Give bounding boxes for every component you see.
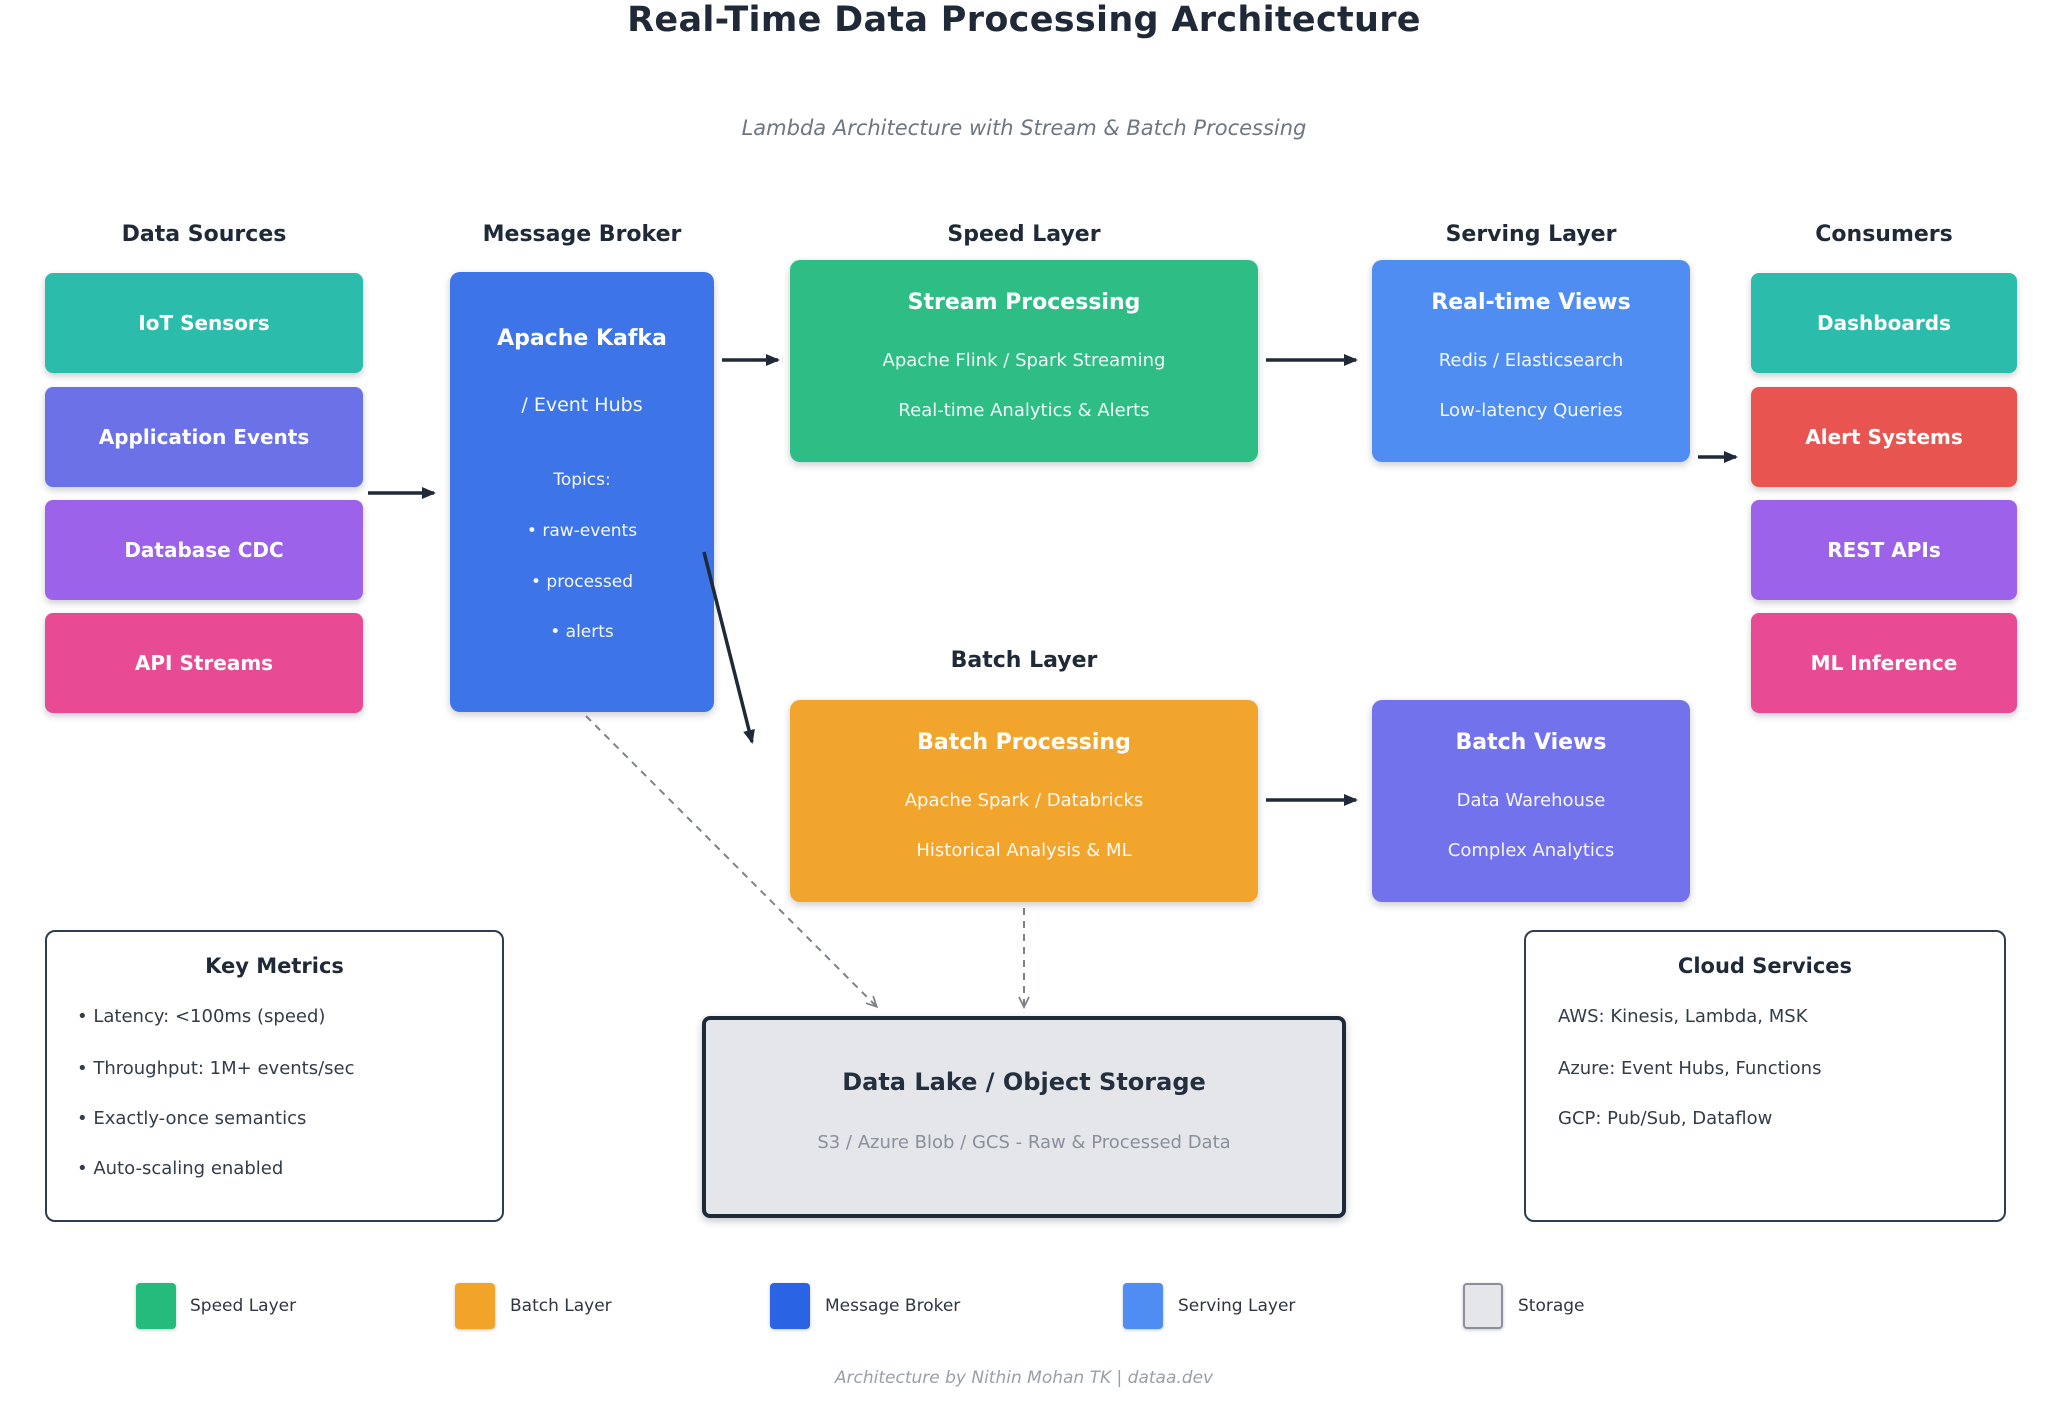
realtime-views-title: Real-time Views [1431, 290, 1631, 315]
data-source-label: API Streams [134, 651, 274, 675]
stream-processing-box: Stream Processing Apache Flink / Spark S… [790, 260, 1258, 462]
batch-views-box: Batch Views Data Warehouse Complex Analy… [1372, 700, 1690, 902]
kafka-title: Apache Kafka [497, 326, 667, 351]
batch-views-line2: Complex Analytics [1447, 840, 1615, 861]
batch-processing-line1: Apache Spark / Databricks [904, 790, 1144, 811]
cloud-services-line-gcp: GCP: Pub/Sub, Dataflow [1558, 1108, 1773, 1129]
key-metrics-bullet: • Throughput: 1M+ events/sec [77, 1058, 355, 1079]
column-header-speed-layer: Speed Layer [947, 222, 1101, 247]
legend-swatch-message-broker [770, 1283, 810, 1329]
key-metrics-title: Key Metrics [205, 954, 344, 978]
kafka-topic-processed: • processed [530, 572, 633, 592]
data-source-label: IoT Sensors [138, 311, 270, 335]
kafka-box: Apache Kafka / Event Hubs Topics: • raw-… [450, 272, 714, 712]
data-lake-subtitle: S3 / Azure Blob / GCS - Raw & Processed … [817, 1132, 1231, 1153]
stream-processing-line1: Apache Flink / Spark Streaming [882, 350, 1166, 371]
legend-label-speed-layer: Speed Layer [190, 1296, 297, 1316]
batch-processing-box: Batch Processing Apache Spark / Databric… [790, 700, 1258, 902]
batch-views-line1: Data Warehouse [1456, 790, 1606, 811]
legend-swatch-speed-layer [136, 1283, 176, 1329]
data-source-box-application-events: Application Events [45, 387, 363, 487]
key-metrics-box: Key Metrics • Latency: <100ms (speed) • … [45, 930, 504, 1222]
legend-swatch-batch-layer [455, 1283, 495, 1329]
cloud-services-title: Cloud Services [1677, 954, 1853, 978]
footer-credit: Architecture by Nithin Mohan TK | dataa.… [834, 1368, 1214, 1388]
consumer-box-ml-inference: ML Inference [1751, 613, 2017, 713]
key-metrics-bullet: • Exactly-once semantics [77, 1108, 307, 1129]
data-source-box-iot-sensors: IoT Sensors [45, 273, 363, 373]
consumer-box-alert-systems: Alert Systems [1751, 387, 2017, 487]
realtime-views-line1: Redis / Elasticsearch [1438, 350, 1624, 371]
kafka-topics-label: Topics: [553, 470, 611, 490]
stream-processing-title: Stream Processing [907, 290, 1141, 315]
data-source-box-api-streams: API Streams [45, 613, 363, 713]
kafka-topic-raw-events: • raw-events [526, 521, 638, 541]
column-header-data-sources: Data Sources [121, 222, 287, 247]
legend-label-message-broker: Message Broker [825, 1296, 961, 1316]
consumer-box-rest-apis: REST APIs [1751, 500, 2017, 600]
key-metrics-bullet: • Auto-scaling enabled [77, 1158, 284, 1179]
batch-processing-line2: Historical Analysis & ML [916, 840, 1132, 861]
column-header-message-broker: Message Broker [482, 222, 682, 247]
legend-label-batch-layer: Batch Layer [510, 1296, 612, 1316]
cloud-services-line-aws: AWS: Kinesis, Lambda, MSK [1558, 1006, 1808, 1027]
data-source-label: Database CDC [124, 538, 284, 562]
key-metrics-bullet: • Latency: <100ms (speed) [77, 1006, 326, 1027]
cloud-services-box: Cloud Services AWS: Kinesis, Lambda, MSK… [1524, 930, 2006, 1222]
kafka-subtitle: / Event Hubs [521, 394, 643, 416]
column-header-serving-layer: Serving Layer [1445, 222, 1617, 247]
data-lake-title: Data Lake / Object Storage [842, 1068, 1206, 1096]
realtime-views-box: Real-time Views Redis / Elasticsearch Lo… [1372, 260, 1690, 462]
kafka-topic-alerts: • alerts [550, 622, 614, 642]
batch-views-title: Batch Views [1455, 730, 1607, 755]
consumer-label: Alert Systems [1805, 425, 1963, 449]
consumer-label: Dashboards [1817, 311, 1951, 335]
stream-processing-line2: Real-time Analytics & Alerts [898, 400, 1150, 421]
realtime-views-line2: Low-latency Queries [1439, 400, 1623, 421]
data-source-label: Application Events [98, 425, 310, 449]
consumer-box-dashboards: Dashboards [1751, 273, 2017, 373]
column-header-consumers: Consumers [1815, 222, 1953, 247]
column-header-batch-layer: Batch Layer [950, 648, 1098, 673]
legend-swatch-storage [1463, 1283, 1503, 1329]
legend-swatch-serving-layer [1123, 1283, 1163, 1329]
consumer-label: REST APIs [1827, 538, 1941, 562]
cloud-services-line-azure: Azure: Event Hubs, Functions [1558, 1058, 1822, 1079]
data-source-box-database-cdc: Database CDC [45, 500, 363, 600]
page-subtitle: Lambda Architecture with Stream & Batch … [741, 116, 1307, 140]
data-lake-box: Data Lake / Object Storage S3 / Azure Bl… [702, 1016, 1346, 1218]
legend-label-serving-layer: Serving Layer [1178, 1296, 1296, 1316]
page-title: Real-Time Data Processing Architecture [627, 0, 1421, 40]
legend-label-storage: Storage [1518, 1296, 1585, 1316]
consumer-label: ML Inference [1810, 651, 1958, 675]
batch-processing-title: Batch Processing [917, 730, 1131, 755]
